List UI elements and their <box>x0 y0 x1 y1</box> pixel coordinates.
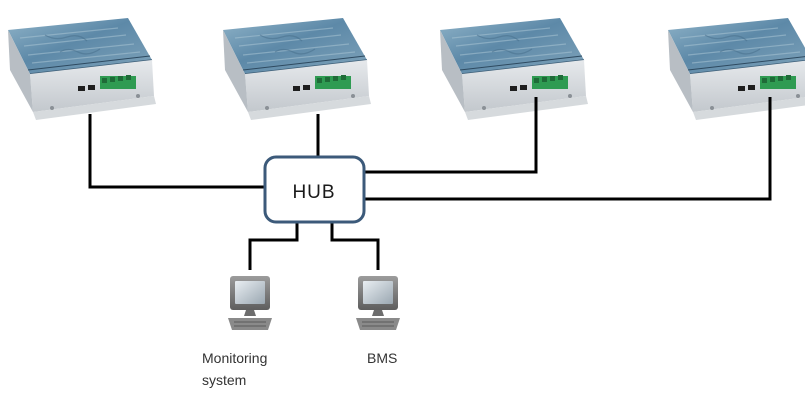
network-cables <box>88 97 772 270</box>
cable-device-1 <box>88 114 265 189</box>
cable-monitoring <box>248 222 299 270</box>
monitoring-computer-icon <box>227 275 273 331</box>
monitoring-label-line1: Monitoring <box>202 350 267 366</box>
hub-label: HUB <box>292 182 335 203</box>
bms-computer-icon <box>355 275 401 331</box>
monitoring-label-line2: system <box>202 372 246 388</box>
bms-label: BMS <box>367 350 397 366</box>
hub-box <box>263 155 366 224</box>
controller-device-3 <box>439 17 589 121</box>
cable-device-3 <box>364 97 538 174</box>
controller-device-2 <box>222 17 372 121</box>
controller-device-4 <box>667 17 805 121</box>
hub: HUB <box>263 155 366 224</box>
cable-device-4 <box>364 97 772 201</box>
controller-device-1 <box>7 17 157 121</box>
cable-bms <box>330 222 380 270</box>
